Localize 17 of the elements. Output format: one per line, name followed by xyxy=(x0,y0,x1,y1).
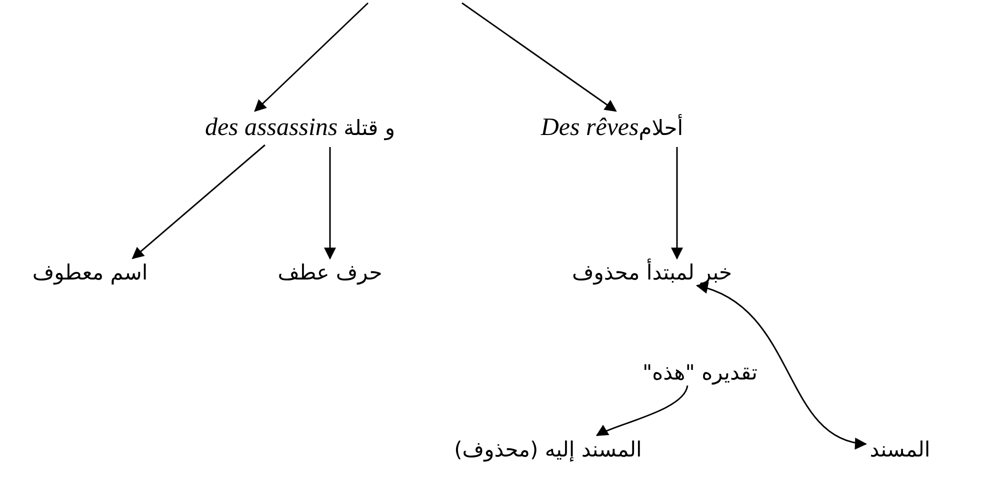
arrow xyxy=(696,283,867,448)
word-label: حرف عطف xyxy=(278,260,382,284)
arrow xyxy=(324,147,336,260)
arrow xyxy=(462,2,617,112)
word-label: و قتلة xyxy=(344,116,396,140)
word-label: تقديره "هذه" xyxy=(642,360,758,384)
word-label: اسم معطوف xyxy=(32,260,148,284)
arrow xyxy=(254,2,369,112)
word-label: خبر لمبتدأ محذوف xyxy=(572,260,732,284)
arrow xyxy=(132,144,266,260)
word-label: المسند xyxy=(870,437,930,462)
word-label: المسند إليه (محذوف) xyxy=(454,437,642,462)
word-label: des assassins xyxy=(204,114,338,141)
arrow xyxy=(596,385,688,436)
arrow xyxy=(671,147,683,260)
word-label: Des rêves xyxy=(540,114,639,141)
word-label: أحلام xyxy=(638,116,684,140)
